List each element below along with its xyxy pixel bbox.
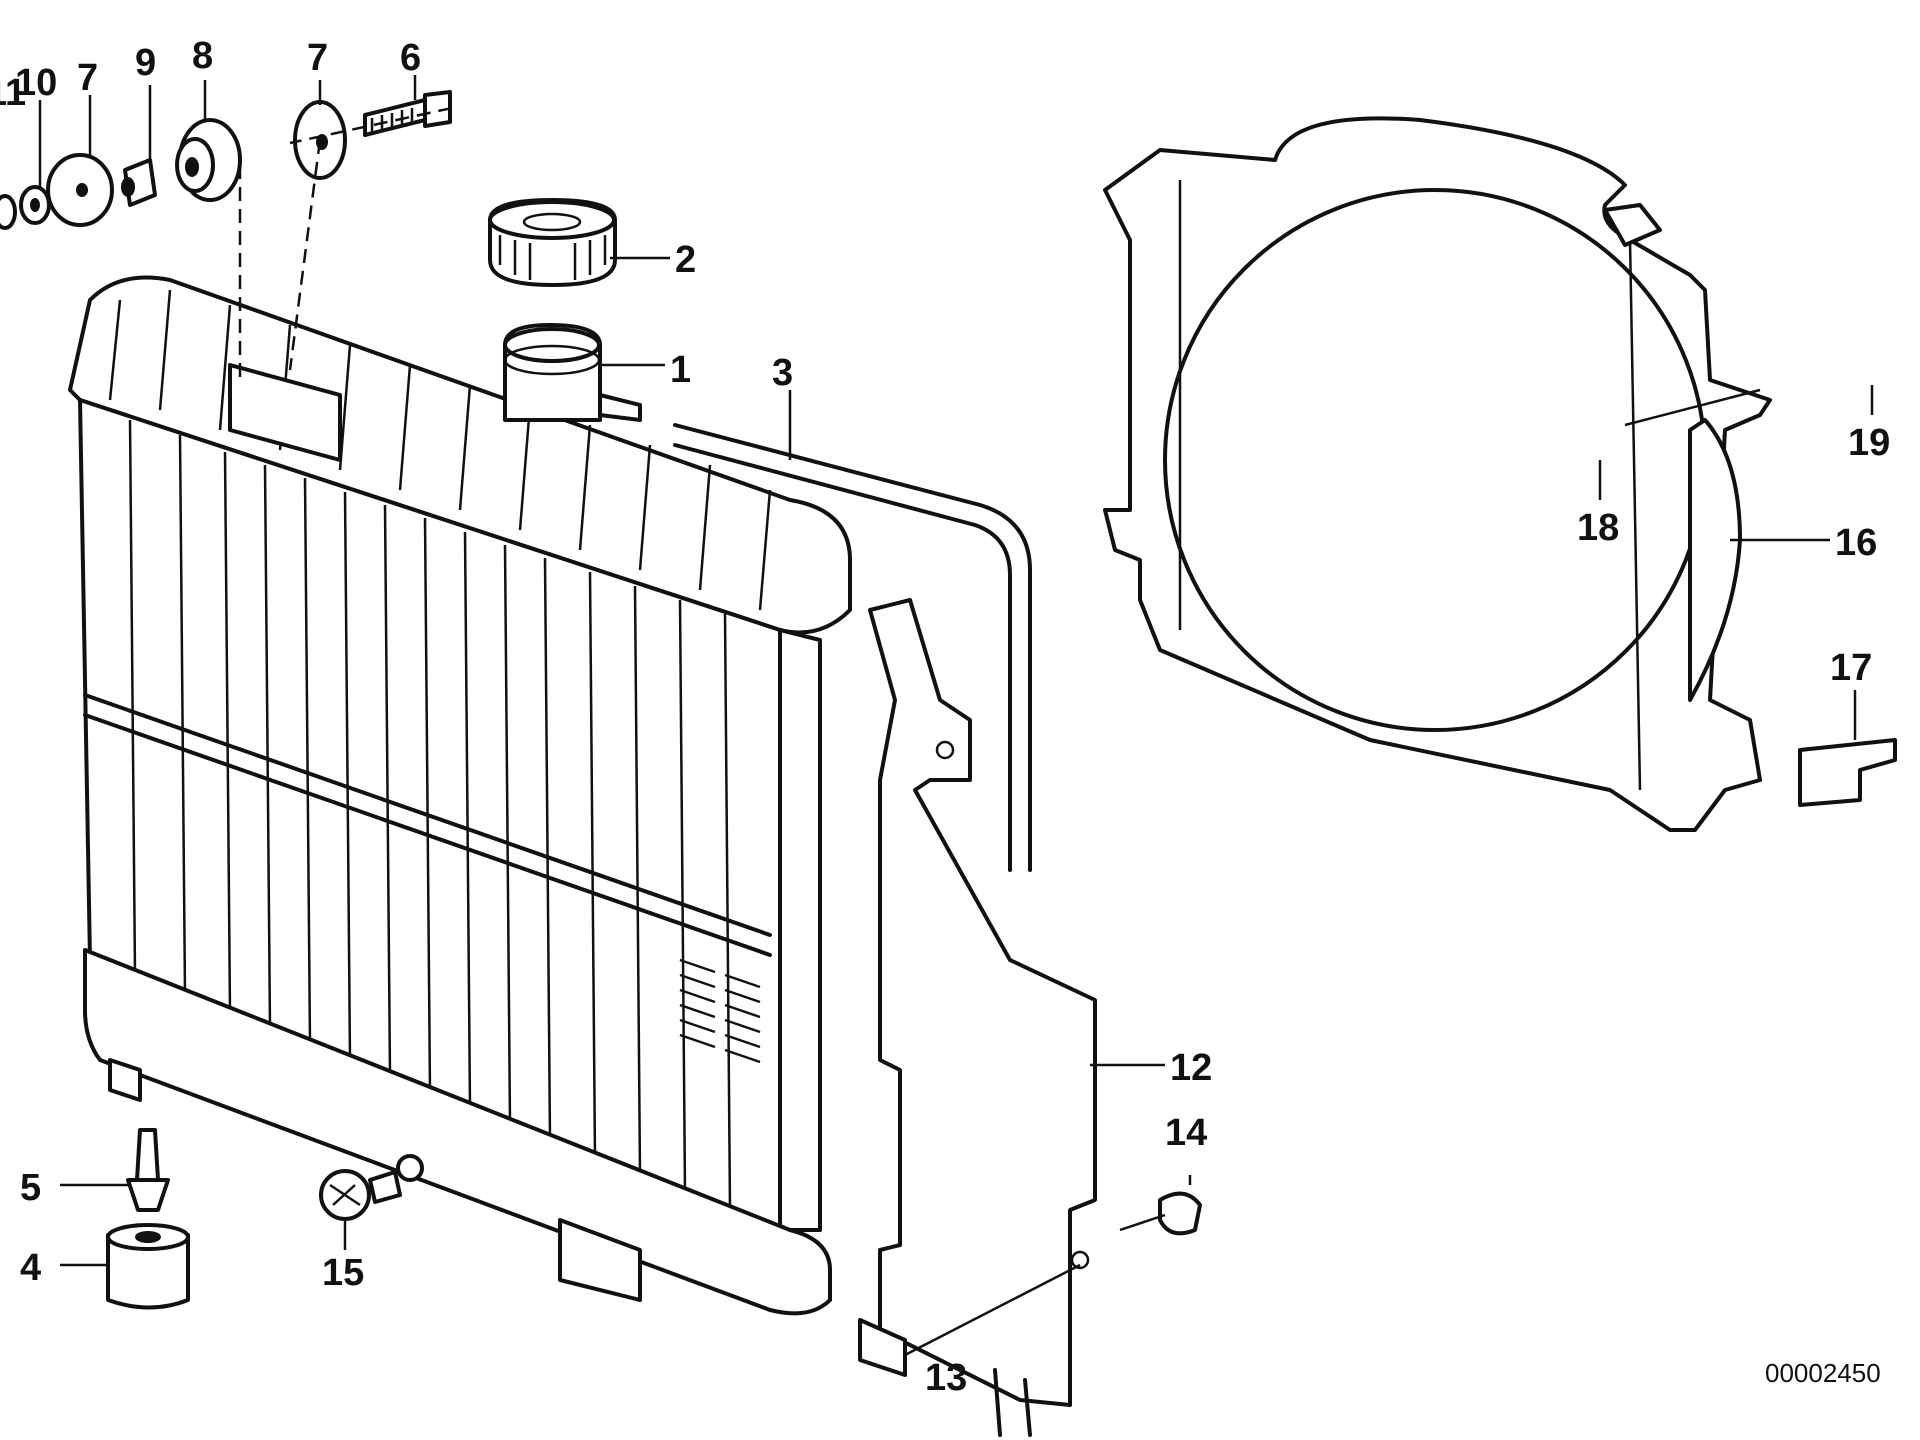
callout-14: 14 (1165, 1112, 1207, 1154)
callout-5: 5 (20, 1167, 41, 1209)
callout-1: 1 (670, 349, 691, 391)
callout-16: 16 (1835, 522, 1877, 564)
callout-3: 3 (772, 352, 793, 394)
radiator (68, 275, 852, 1316)
callout-15: 15 (322, 1252, 364, 1294)
mounting-hardware-bottom (106, 1128, 1202, 1310)
overflow-hose (673, 423, 1032, 872)
radiator-cap (488, 198, 617, 287)
callout-10: 10 (15, 62, 57, 104)
callout-4: 4 (20, 1247, 41, 1289)
callout-13: 13 (925, 1357, 967, 1399)
mounting-hardware-top (0, 90, 452, 230)
callout-11: 11 (0, 72, 26, 114)
callout-18: 18 (1577, 507, 1619, 549)
side-bracket (858, 598, 1097, 1437)
callout-8: 8 (192, 35, 213, 77)
clip-17 (1798, 738, 1897, 807)
callout-19: 19 (1848, 422, 1890, 464)
leader-lines (38, 75, 1874, 1357)
callout-labels: 1 2 3 4 5 6 7 7 8 9 10 11 12 13 14 15 16… (0, 35, 1890, 1399)
fan-shroud (1103, 116, 1772, 832)
reference-number: 00002450 (1765, 1358, 1881, 1388)
callout-6: 6 (400, 37, 421, 79)
callout-2: 2 (675, 239, 696, 281)
callout-7a: 7 (77, 57, 98, 99)
callout-7b: 7 (307, 37, 328, 79)
callout-12: 12 (1170, 1047, 1212, 1089)
callout-17: 17 (1830, 647, 1872, 689)
callout-9: 9 (135, 42, 156, 84)
